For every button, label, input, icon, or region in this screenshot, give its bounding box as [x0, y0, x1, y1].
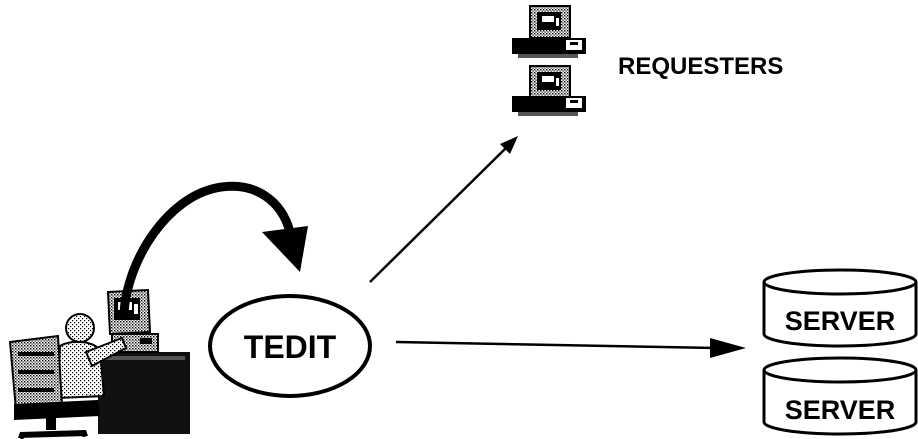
operator-icon	[8, 288, 190, 439]
curved-arrow-to-tedit	[119, 181, 308, 317]
server-icon-bottom: SERVER	[762, 356, 918, 436]
requesters-label: REQUESTERS	[618, 53, 783, 80]
server-bottom-label: SERVER	[785, 395, 896, 425]
requester-icon-bottom	[512, 65, 586, 116]
server-top-label: SERVER	[785, 306, 896, 336]
tedit-node: TEDIT	[208, 294, 372, 398]
requester-icon-top	[512, 5, 586, 58]
tedit-label: TEDIT	[244, 329, 337, 365]
arrow-to-servers	[395, 338, 746, 358]
server-icon-top: SERVER	[762, 268, 918, 348]
arrow-to-requesters	[369, 136, 518, 283]
